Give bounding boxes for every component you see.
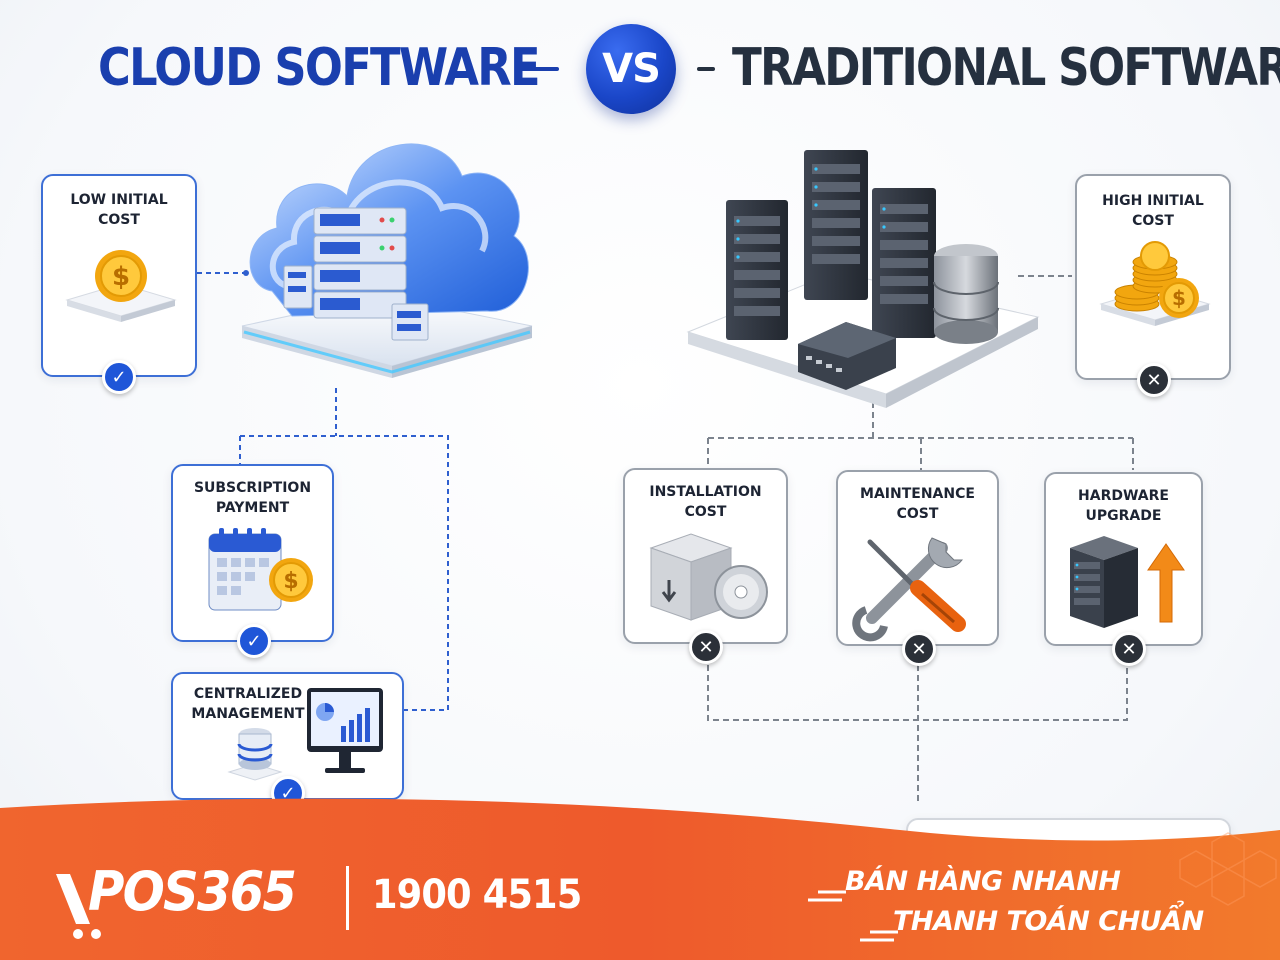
- title-right-dash: [697, 67, 715, 71]
- slogan-line-1: BÁN HÀNG NHANH: [845, 866, 1121, 897]
- wrench-screwdriver-icon: [852, 537, 966, 642]
- hardware-upgrade-label: HARDWARE UPGRADE: [1078, 488, 1169, 524]
- footer-divider: [346, 866, 349, 930]
- centralized-management-label: CENTRALIZED MANAGEMENT: [191, 686, 305, 722]
- dollar-sign: $: [112, 262, 130, 292]
- software-box-disc-icon: [649, 533, 768, 621]
- high-initial-cost-card: HIGH INITIAL COST $ ✕: [1075, 174, 1231, 397]
- coin-icon: $: [65, 250, 177, 322]
- subscription-payment-card: SUBSCRIPTION PAYMENT $ ✓: [171, 464, 334, 658]
- cross-icon: ✕: [689, 630, 723, 664]
- cross-icon: ✕: [902, 632, 936, 666]
- cloud-software-title: CLOUD SOFTWARE: [98, 38, 541, 98]
- subscription-payment-label: SUBSCRIPTION PAYMENT: [193, 480, 312, 516]
- cross-icon: ✕: [1137, 363, 1171, 397]
- title-left-dash: [515, 67, 559, 71]
- hardware-upgrade-card: HARDWARE UPGRADE ✕: [1044, 472, 1203, 666]
- check-icon: ✓: [102, 360, 136, 394]
- dashboard-monitor-icon: [227, 688, 383, 781]
- slogan-line-2: THANH TOÁN CHUẨN: [893, 906, 1204, 937]
- vs-text: VS: [602, 46, 661, 92]
- low-initial-cost-card: LOW INITIAL COST $ ✓: [41, 174, 197, 394]
- centralized-management-card: CENTRALIZED MANAGEMENT ✓: [171, 672, 404, 810]
- hotline-number: 1900 4515: [372, 872, 582, 918]
- maintenance-cost-card: MAINTENANCE COST ✕: [836, 470, 999, 666]
- traditional-software-title: TRADITIONAL SOFTWARE: [732, 38, 1280, 98]
- installation-cost-label: INSTALLATION COST: [649, 484, 762, 520]
- vs-badge: VS: [586, 24, 676, 114]
- calendar-icon: $: [208, 528, 313, 611]
- high-initial-cost-label: HIGH INITIAL COST: [1102, 193, 1204, 229]
- installation-cost-card: INSTALLATION COST ✕: [623, 468, 788, 664]
- dollar-sign: $: [1172, 286, 1186, 310]
- cross-icon: ✕: [1112, 632, 1146, 666]
- pos365-logo: POS365: [88, 860, 297, 923]
- server-upgrade-icon: [1070, 536, 1185, 628]
- coin-stack-icon: $: [1099, 241, 1211, 326]
- maintenance-cost-label: MAINTENANCE COST: [860, 486, 975, 522]
- low-initial-cost-label: LOW INITIAL COST: [70, 192, 168, 228]
- dollar-sign: $: [283, 569, 298, 594]
- check-icon: ✓: [237, 624, 271, 658]
- check-icon: ✓: [271, 776, 305, 810]
- cloud-server-illustration: [241, 143, 533, 378]
- on-premise-server-illustration: [686, 150, 1040, 408]
